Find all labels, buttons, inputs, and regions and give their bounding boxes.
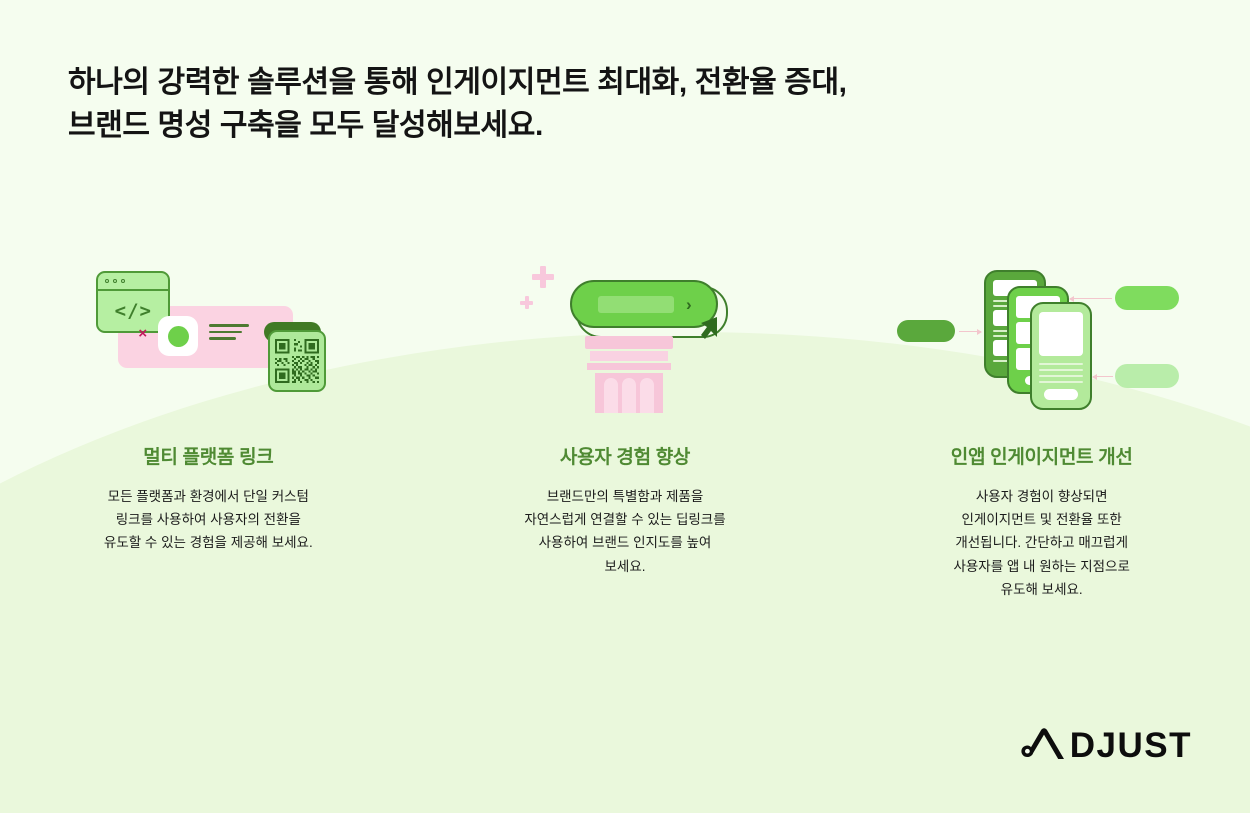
arrow-top-icon bbox=[1068, 295, 1112, 302]
tag-bottom-right bbox=[1114, 364, 1179, 388]
feature-columns: </> × bbox=[0, 258, 1250, 601]
column-body-user-experience: 브랜드만의 특별함과 제품을 자연스럽게 연결할 수 있는 딥링크를 사용하여 … bbox=[524, 489, 726, 574]
page-title: 하나의 강력한 솔루션을 통해 인게이지먼트 최대화, 전환율 증대, 브랜드 … bbox=[68, 66, 847, 142]
illustration-user-experience: › bbox=[417, 258, 834, 428]
illustration-in-app-engagement bbox=[833, 258, 1250, 428]
adjust-wordmark: DJUST bbox=[1069, 725, 1192, 765]
phone-front-icon bbox=[1029, 302, 1092, 410]
feature-column-in-app-engagement: 인앱 인게이지먼트 개선 사용자 경험이 향상되면 인게이지먼트 및 전환율 또… bbox=[833, 258, 1250, 601]
column-title-user-experience: 사용자 경험 향상 bbox=[559, 447, 691, 468]
app-icon bbox=[158, 316, 199, 356]
green-button: › bbox=[570, 280, 718, 328]
arrow-in-icon bbox=[958, 328, 982, 335]
window-dot-icon bbox=[121, 279, 126, 283]
tag-top-right bbox=[1114, 286, 1179, 310]
adjust-logo: DJUST bbox=[1020, 727, 1192, 763]
adjust-a-mark-icon bbox=[1021, 728, 1064, 759]
window-dot-icon bbox=[113, 279, 118, 283]
column-title-multi-platform-link: 멀티 플랫폼 링크 bbox=[143, 447, 274, 468]
code-window-icon: </> bbox=[96, 271, 171, 333]
sparkle-plus-icon bbox=[532, 266, 554, 288]
column-title-in-app-engagement: 인앱 인게이지먼트 개선 bbox=[950, 447, 1133, 468]
illustration-multi-platform-link: </> × bbox=[0, 258, 417, 428]
button-inner-field bbox=[598, 295, 674, 313]
code-glyph: </> bbox=[114, 300, 152, 322]
window-dot-icon bbox=[105, 279, 110, 283]
column-body-multi-platform-link: 모든 플랫폼과 환경에서 단일 커스텀 링크를 사용하여 사용자의 전환을 유도… bbox=[103, 489, 313, 551]
qr-code-icon bbox=[268, 330, 327, 392]
feature-column-user-experience: › 사용자 경험 향상 브랜드만의 특별함과 제품을 자연스럽게 연결할 수 있… bbox=[417, 258, 834, 601]
chevron-right-icon: › bbox=[686, 294, 692, 314]
tag-left bbox=[896, 320, 955, 342]
text-lines-placeholder bbox=[209, 324, 250, 344]
window-titlebar bbox=[98, 273, 169, 291]
pillar-icon bbox=[585, 336, 673, 413]
cursor-icon bbox=[701, 317, 717, 339]
column-body-in-app-engagement: 사용자 경험이 향상되면 인게이지먼트 및 전환율 또한 개선됩니다. 간단하고… bbox=[953, 489, 1130, 597]
close-icon: × bbox=[138, 325, 148, 342]
feature-column-multi-platform-link: </> × bbox=[0, 258, 417, 601]
arrow-bottom-icon bbox=[1091, 373, 1113, 380]
sparkle-plus-small-icon bbox=[520, 296, 533, 309]
